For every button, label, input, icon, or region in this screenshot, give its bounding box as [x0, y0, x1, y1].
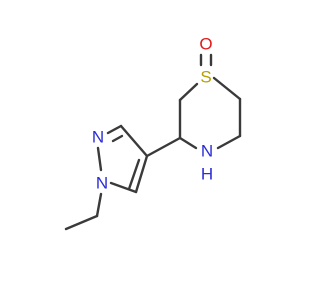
bond-ring-link: [145, 136, 182, 158]
bond-c4-c5: [134, 154, 149, 194]
bond-n2-c3: [106, 124, 123, 135]
pyrazole-n2-atom-label: N: [92, 128, 104, 147]
bond-nh-ch: [178, 136, 198, 150]
sulfur-atom-label: S: [200, 68, 211, 87]
bond-n1-ch2: [95, 192, 103, 218]
bond-c4-c5-inner: [127, 158, 141, 191]
oxygen-atom-label: O: [199, 35, 212, 54]
bond-c5-n1: [109, 181, 138, 194]
bond-ch2-s-left: [178, 82, 199, 102]
bond-c3-c4: [119, 124, 149, 158]
pyrazole-n1-atom-label: N: [96, 174, 108, 193]
bond-ch2-ch3: [64, 214, 99, 231]
amine-hydrogen-label: H: [201, 165, 213, 184]
bond-s-ch2-top-right: [212, 76, 242, 101]
ring-nitrogen-atom-label: N: [201, 142, 213, 161]
bond-n1-n2: [96, 146, 103, 172]
molecule-structure: S O N H N N: [64, 35, 242, 231]
bond-n2-c3-inner: [111, 134, 124, 143]
bond-ch2-nh: [216, 134, 242, 150]
